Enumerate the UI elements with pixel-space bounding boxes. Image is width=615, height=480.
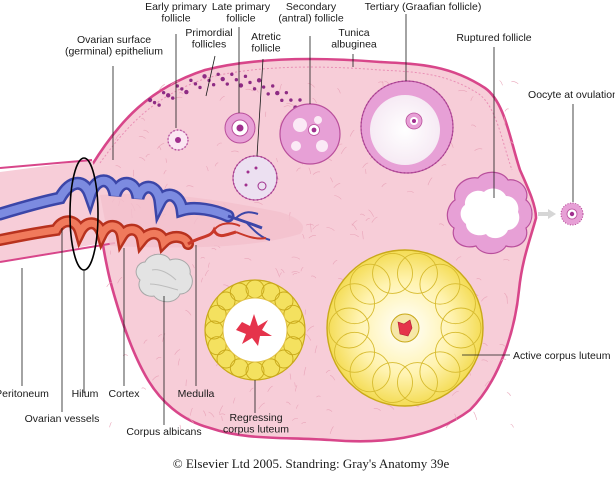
peritoneum-upper-line	[0, 159, 93, 169]
label-active-corpus-luteum: Active corpus luteum	[513, 350, 611, 362]
label-oocyte-at-ovulation: Oocyte at ovulation	[528, 89, 615, 101]
leader-lines	[21, 14, 574, 425]
ovarian-arteries	[0, 215, 267, 255]
label-corpus-albicans: Corpus albicans	[126, 426, 201, 438]
label-hilum: Hilum	[72, 388, 99, 400]
copyright-caption: © Elsevier Ltd 2005. Standring: Gray's A…	[173, 456, 450, 471]
label-secondary-follicle: Secondary(antral) follicle	[278, 1, 344, 25]
label-ovarian-surface-epithelium: Ovarian surface(germinal) epithelium	[65, 34, 163, 58]
label-cortex: Cortex	[109, 388, 141, 400]
primordial-follicles	[147, 72, 302, 110]
regressing-corpus-luteum	[204, 279, 306, 381]
ruptured-follicle	[446, 171, 533, 255]
label-peritoneum: Peritoneum	[0, 388, 49, 400]
label-ruptured-follicle: Ruptured follicle	[456, 32, 531, 44]
atretic-follicle	[232, 155, 278, 201]
active-corpus-luteum	[326, 249, 484, 407]
corpus-albicans	[135, 253, 193, 303]
tertiary-graafian-follicle	[360, 80, 454, 174]
oocyte-at-ovulation	[538, 202, 584, 226]
late-primary-follicle	[224, 112, 256, 144]
secondary-follicle	[279, 103, 341, 165]
label-tertiary-follicle: Tertiary (Graafian follicle)	[365, 1, 482, 13]
ovarian-veins	[0, 174, 271, 241]
label-ovarian-vessels: Ovarian vessels	[25, 413, 100, 425]
surface-epithelium-inner	[99, 66, 513, 171]
early-primary-follicle	[167, 129, 189, 151]
label-medulla: Medulla	[178, 388, 215, 400]
